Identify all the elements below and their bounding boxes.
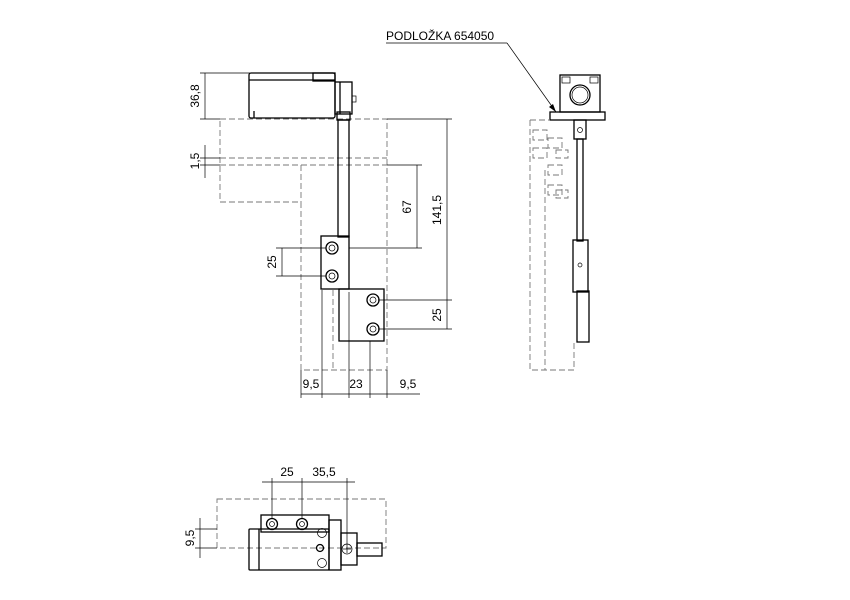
side-view: PODLOŽKA 654050 (386, 28, 606, 371)
front-view: 36,8 1,5 141,5 67 25 (188, 72, 452, 398)
washer-plate (549, 111, 606, 121)
dim-text: 25 (280, 465, 294, 479)
side-body (573, 119, 587, 140)
upper-mounting-block (320, 235, 350, 290)
dim-text: 25 (265, 255, 279, 269)
dim-text: 141,5 (430, 195, 444, 225)
dim-text: 67 (400, 200, 414, 214)
side-mounting-dashed (529, 119, 575, 371)
dimension-141-5: 141,5 (387, 118, 452, 300)
dimension-top-9-5: 9,5 (183, 518, 217, 558)
lower-mounting-block (338, 288, 385, 342)
lever-rod (337, 119, 350, 238)
dimension-bottom-chain: 9,5 23 9,5 (300, 290, 420, 398)
callout-label: PODLOŽKA 654050 (386, 28, 494, 43)
callout-leader (506, 42, 557, 113)
dimension-top-chain: 25 35,5 (262, 465, 355, 545)
dim-text: 35,5 (312, 465, 336, 479)
side-extension (576, 290, 590, 343)
top-view: 25 35,5 9,5 (183, 465, 387, 571)
dimension-1-5: 1,5 (188, 145, 220, 178)
dim-text: 36,8 (188, 84, 202, 108)
side-switch-head (559, 74, 601, 113)
dimension-25-left: 25 (265, 247, 326, 277)
top-body (248, 514, 383, 571)
side-rod (576, 138, 584, 242)
side-lower-block (572, 239, 589, 293)
dim-text: 9,5 (303, 377, 320, 391)
dimension-67: 67 (349, 164, 422, 249)
dim-text: 25 (430, 308, 444, 322)
dimension-25-right: 25 (378, 299, 452, 330)
dim-text: 9,5 (183, 529, 197, 546)
dim-text: 1,5 (188, 152, 202, 169)
dim-text: 23 (349, 377, 363, 391)
mounting-outline-dashed (219, 118, 388, 371)
top-mounting-dashed (216, 498, 387, 549)
callout-arrowhead (549, 104, 556, 112)
dim-text: 9,5 (400, 377, 417, 391)
dimension-36-8: 36,8 (188, 72, 250, 120)
switch-head (248, 72, 357, 121)
